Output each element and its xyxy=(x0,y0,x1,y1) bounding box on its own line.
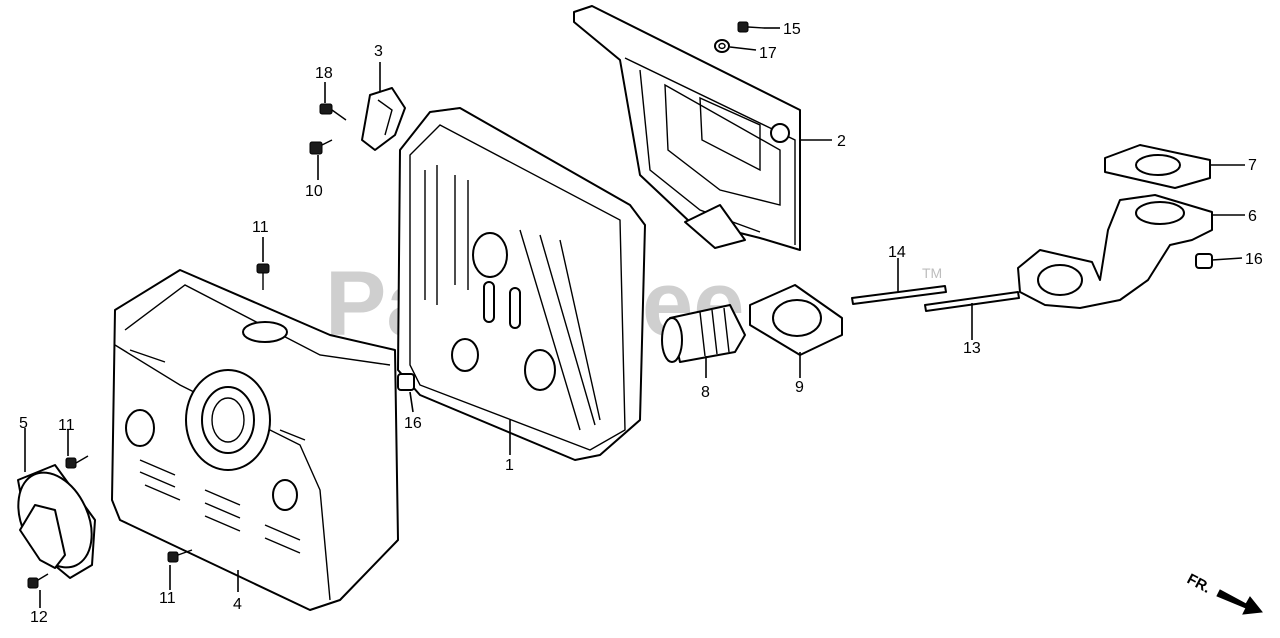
front-direction-label: FR. xyxy=(1184,571,1213,597)
part-10-bolt xyxy=(309,139,333,155)
callout-13: 13 xyxy=(963,340,981,357)
callout-9: 9 xyxy=(795,379,804,396)
front-direction-marker: FR. xyxy=(1184,571,1263,615)
part-7-gasket xyxy=(1104,144,1211,189)
callout-16-left: 16 xyxy=(404,415,422,432)
part-9-gasket xyxy=(749,284,843,356)
callout-3: 3 xyxy=(374,43,383,60)
part-15-screw xyxy=(737,21,765,33)
callout-2: 2 xyxy=(837,133,846,150)
callout-6: 6 xyxy=(1248,208,1257,225)
part-1-muffler xyxy=(397,107,646,461)
part-11-screw-bottom xyxy=(167,549,193,563)
part-4-muffler-cover xyxy=(111,269,399,611)
part-16-nut-left xyxy=(397,373,415,391)
watermark-trademark: TM xyxy=(922,265,942,281)
callout-10: 10 xyxy=(305,183,323,200)
callout-5: 5 xyxy=(19,415,28,432)
callout-15: 15 xyxy=(783,21,801,38)
callout-7: 7 xyxy=(1248,157,1257,174)
part-18-bolt xyxy=(319,103,347,121)
part-11-screw-top xyxy=(256,263,270,290)
part-12-screw xyxy=(27,573,49,589)
callout-1: 1 xyxy=(505,457,514,474)
part-2-muffler-protector xyxy=(573,5,801,251)
part-5-spark-arrester-cap xyxy=(17,464,96,579)
callout-11-left: 11 xyxy=(58,417,75,434)
callout-16-right: 16 xyxy=(1245,251,1263,268)
callout-11-top: 11 xyxy=(252,219,269,236)
part-11-screw-left xyxy=(65,455,89,469)
callout-14: 14 xyxy=(888,244,906,261)
part-6-exhaust-pipe xyxy=(1017,194,1213,309)
leader-lines xyxy=(24,27,1245,608)
part-8-screen xyxy=(661,304,746,363)
part-14-stud xyxy=(851,285,947,305)
callout-8: 8 xyxy=(701,384,710,401)
callout-4: 4 xyxy=(233,596,242,613)
callout-17: 17 xyxy=(759,45,777,62)
callout-11-bottom: 11 xyxy=(159,590,176,607)
part-3-bracket xyxy=(361,87,406,151)
callout-18: 18 xyxy=(315,65,333,82)
part-13-stud xyxy=(924,291,1020,312)
part-16-nut-right xyxy=(1195,253,1213,269)
callout-12: 12 xyxy=(30,609,48,626)
part-17-washer xyxy=(714,39,730,53)
front-direction-arrow-icon xyxy=(1216,589,1263,615)
callout-labels: 1 2 3 4 5 6 7 8 9 10 11 11 11 12 13 14 1… xyxy=(19,21,1263,626)
